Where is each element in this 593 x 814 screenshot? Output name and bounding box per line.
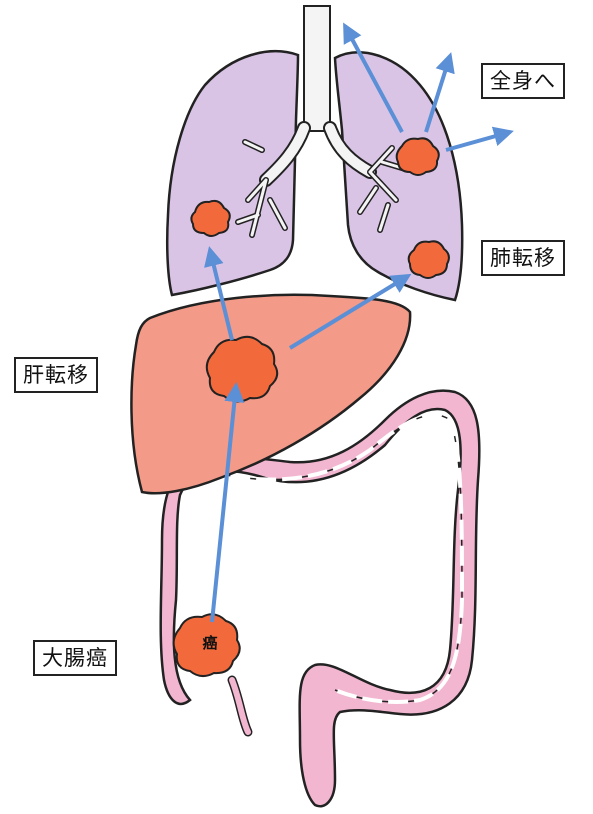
tumor-lung-right-lower — [409, 241, 449, 278]
label-whole-body: 全身へ — [481, 63, 565, 99]
label-liver-metastasis: 肝転移 — [14, 357, 98, 393]
label-lung-metastasis: 肺転移 — [481, 240, 565, 276]
tumor-liver — [207, 337, 277, 402]
tumor-lung-left — [191, 201, 229, 236]
arrow-lung-to-right — [446, 132, 510, 150]
tumor-lung-right-upper — [397, 138, 439, 175]
label-colon-cancer: 大腸癌 — [33, 640, 117, 676]
tumor-label: 癌 — [202, 634, 217, 652]
